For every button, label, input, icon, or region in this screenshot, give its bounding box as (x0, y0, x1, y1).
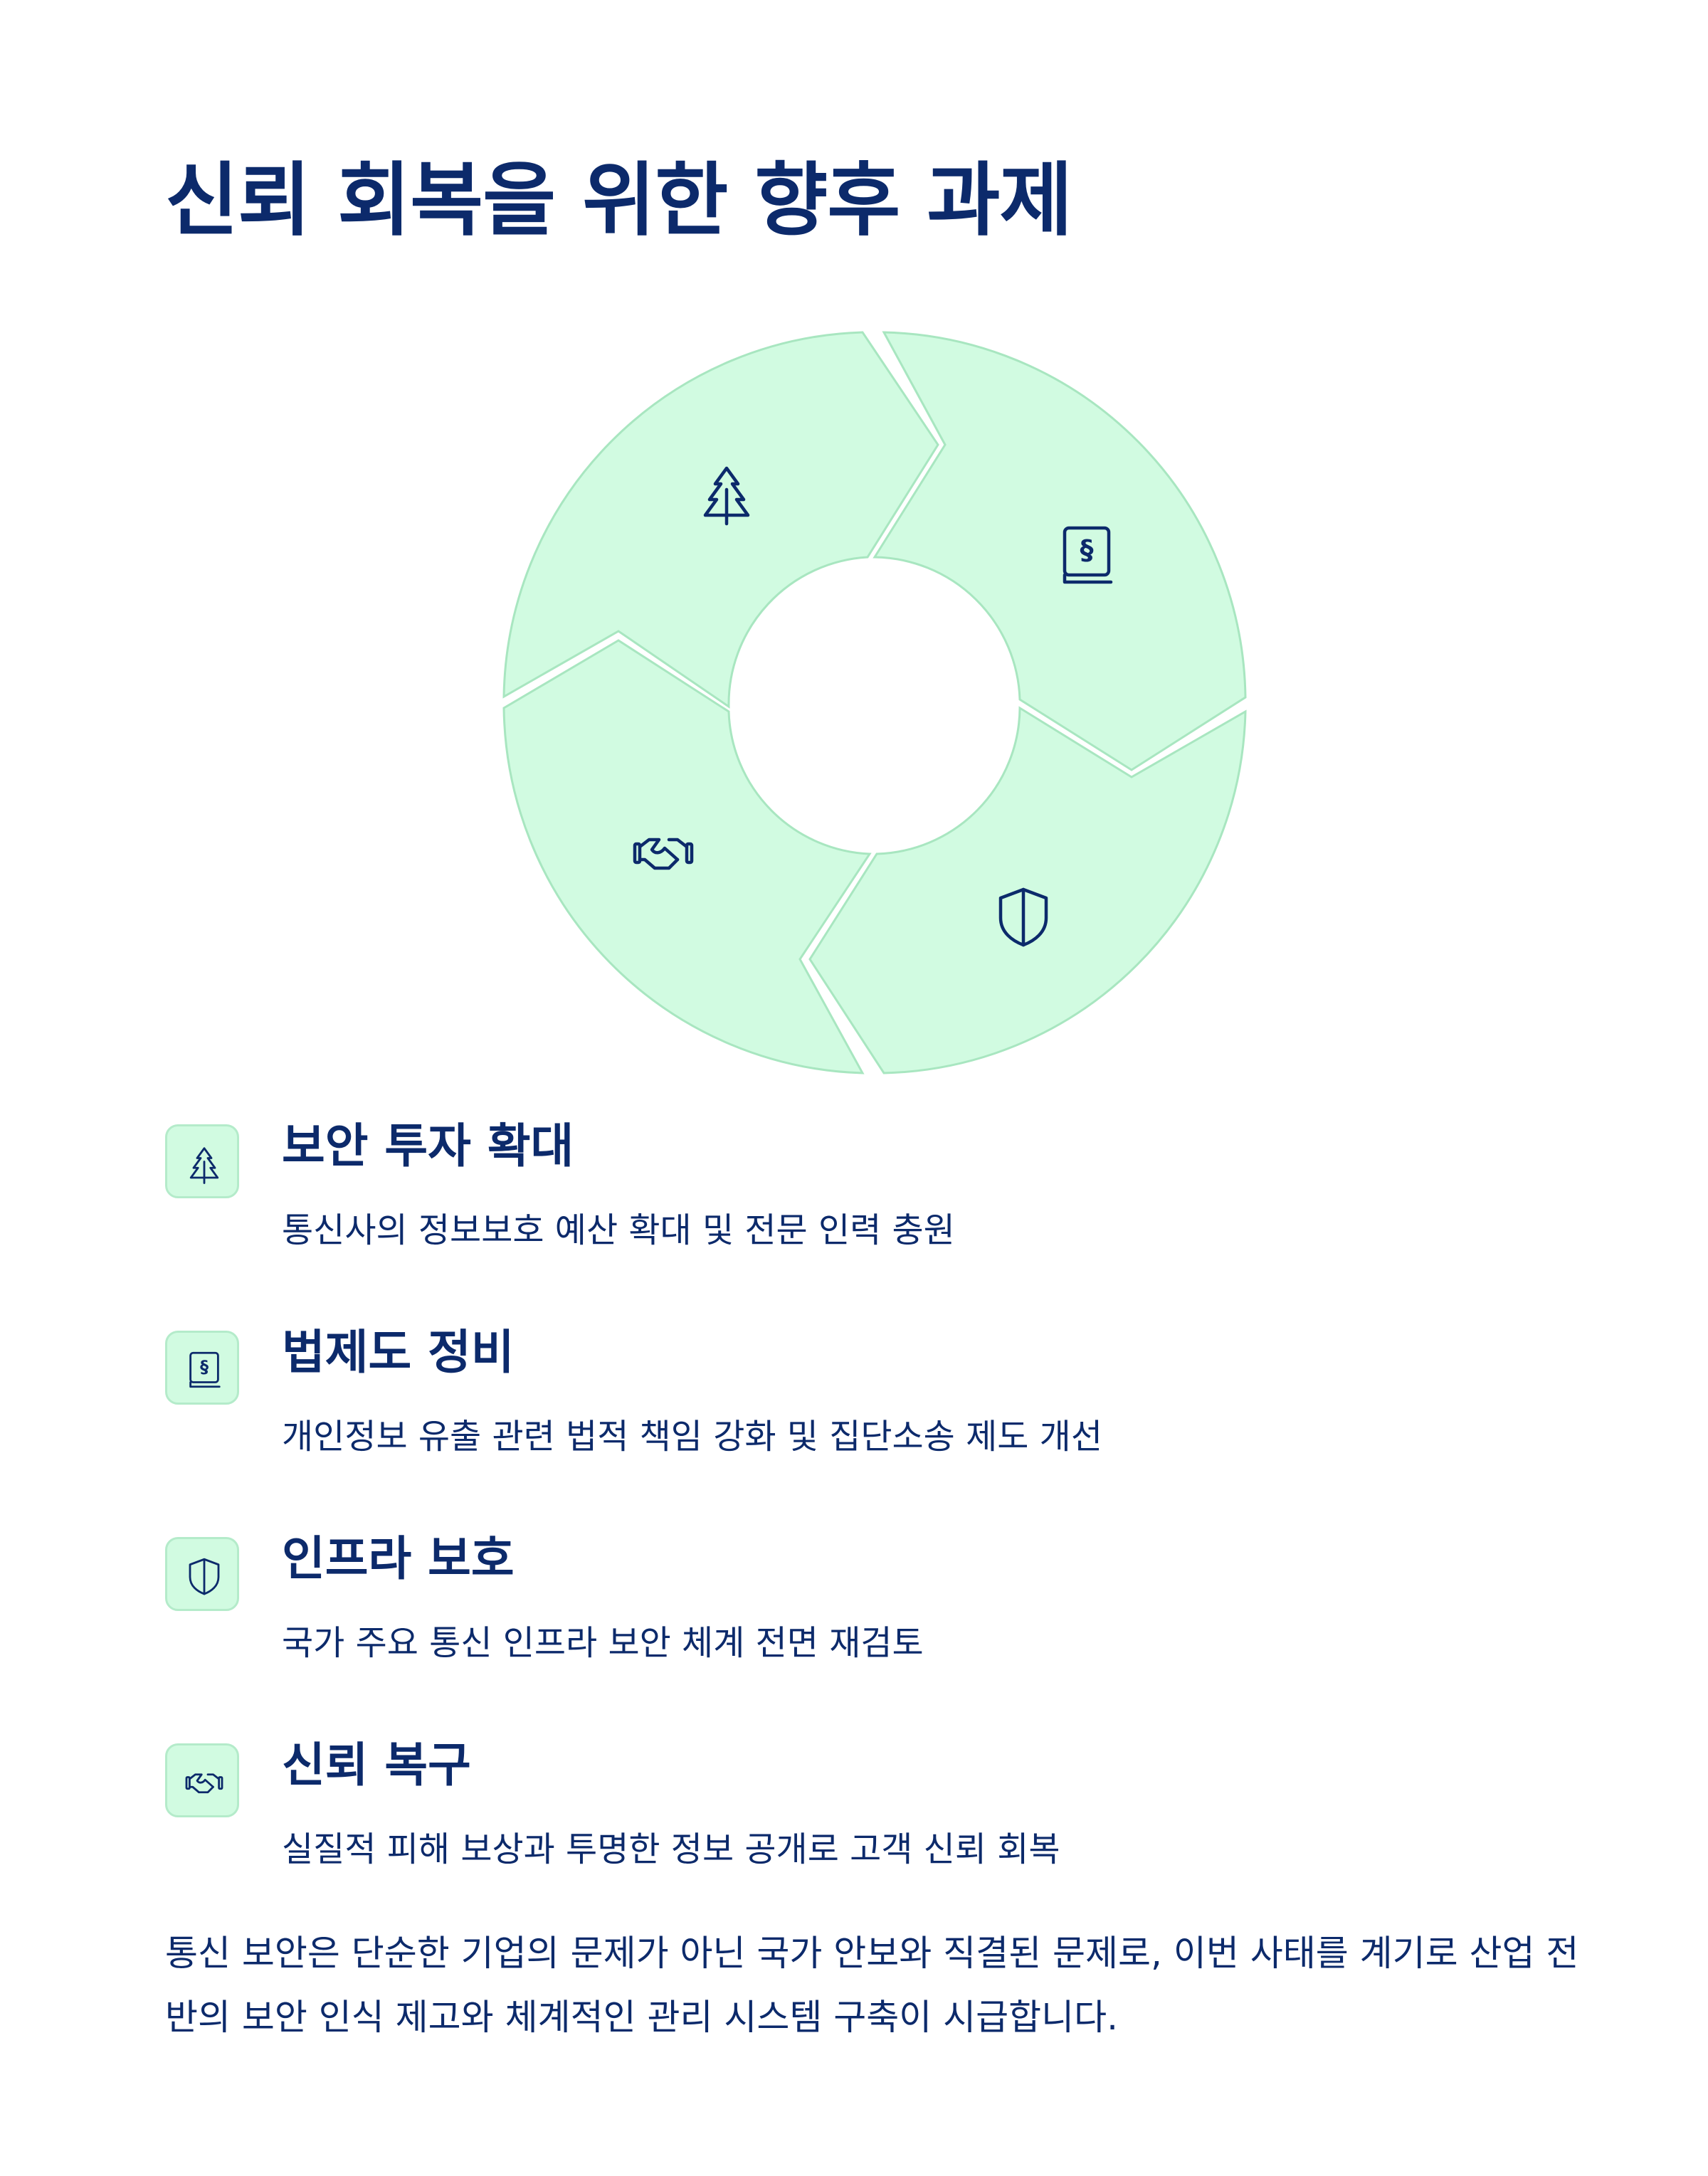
item-description: 개인정보 유출 관련 법적 책임 강화 및 집단소송 제도 개선 (282, 1417, 1103, 1457)
item-icon-badge (165, 1124, 239, 1198)
item-title: 인프라 보호 (282, 1531, 515, 1586)
cycle-segment-legal (873, 331, 1247, 771)
conclusion-text: 통신 보안은 단순한 기업의 문제가 아닌 국가 안보와 직결된 문제로, 이번… (165, 1933, 1579, 2038)
item-icon-badge (165, 1743, 239, 1817)
task-list: 보안 투자 확대 통신사의 정보보호 예산 확대 및 전문 인력 충원 § 법제… (165, 1117, 1588, 1943)
svg-text:§: § (200, 1357, 209, 1377)
item-title: 보안 투자 확대 (282, 1119, 574, 1173)
item-description: 실질적 피해 보상과 투명한 정보 공개로 고객 신뢰 회복 (282, 1829, 1060, 1869)
item-description: 국가 주요 통신 인프라 보안 체계 전면 재검토 (282, 1623, 924, 1663)
list-item: 보안 투자 확대 통신사의 정보보호 예산 확대 및 전문 인력 충원 (165, 1117, 1588, 1324)
list-item: § 법제도 정비 개인정보 유출 관련 법적 책임 강화 및 집단소송 제도 개… (165, 1324, 1588, 1530)
item-icon-badge (165, 1537, 239, 1611)
page-title: 신뢰 회복을 위한 향후 과제 (165, 154, 1072, 247)
item-description: 통신사의 정보보호 예산 확대 및 전문 인력 충원 (282, 1210, 955, 1250)
list-item: 인프라 보호 국가 주요 통신 인프라 보안 체계 전면 재검토 (165, 1530, 1588, 1736)
cycle-diagram: § (502, 331, 1247, 1074)
list-item: 신뢰 복구 실질적 피해 보상과 투명한 정보 공개로 고객 신뢰 회복 (165, 1736, 1588, 1943)
item-title: 신뢰 복구 (282, 1738, 471, 1792)
cycle-segment-investment (502, 331, 939, 709)
handshake-icon (185, 1773, 223, 1794)
item-icon-badge: § (165, 1331, 239, 1405)
tree-icon (189, 1147, 219, 1184)
shield-icon (189, 1558, 220, 1595)
item-title: 법제도 정비 (282, 1325, 515, 1380)
law-book-icon: § (189, 1351, 221, 1388)
